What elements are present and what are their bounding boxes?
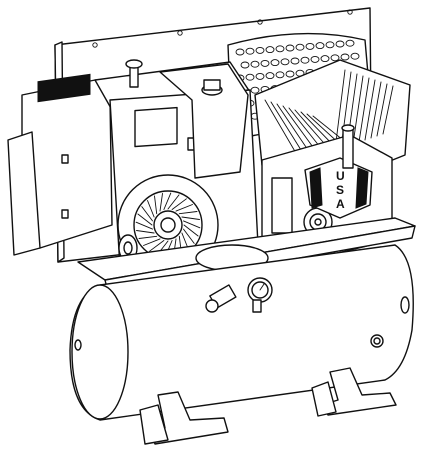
grille-hole — [255, 46, 265, 54]
badge-letter-u: U — [336, 169, 345, 183]
tank-drain — [74, 339, 82, 351]
fan-blade — [167, 194, 180, 210]
fan-blade — [135, 221, 153, 230]
tank-foot-right — [311, 367, 397, 417]
fan-blade — [181, 216, 200, 220]
grille-hole — [340, 53, 350, 61]
grille-hole — [300, 56, 310, 64]
grille-hole — [240, 61, 250, 69]
air-receiver-tank — [69, 244, 414, 421]
grille-hole — [310, 55, 320, 63]
engine-bolt — [61, 154, 69, 164]
safety-valve — [205, 284, 237, 313]
fan-blade — [175, 204, 193, 212]
grille-hole — [245, 73, 255, 81]
grille-hole — [330, 54, 340, 62]
badge-stripe-right — [355, 167, 369, 209]
grille-hole — [295, 43, 305, 51]
engine-vent — [37, 73, 91, 103]
intake-filter — [341, 124, 355, 169]
grille-hole — [260, 59, 270, 67]
cylinder-fin — [376, 83, 388, 137]
cylinder-fin — [382, 85, 394, 135]
fan-blade — [178, 211, 198, 215]
fan-blade — [183, 220, 201, 229]
grille-hole — [270, 59, 280, 67]
badge-stripe-left — [309, 167, 323, 209]
grille-hole — [325, 41, 335, 49]
fuel-tank — [159, 63, 249, 179]
fan-blade — [143, 238, 161, 246]
fan-blade — [171, 198, 187, 210]
cylinder-fin — [334, 69, 346, 151]
cylinder-fin — [370, 81, 382, 139]
cylinder-fin — [264, 99, 301, 161]
grille-hole — [290, 57, 300, 65]
badge-letter-s: S — [336, 183, 344, 197]
grille-hole — [265, 72, 275, 80]
fan-blade — [183, 228, 195, 244]
fan-blade — [141, 206, 153, 222]
fan-blade — [138, 235, 158, 239]
grille-hole — [305, 42, 315, 50]
fan-blade — [147, 200, 155, 218]
fan-blade — [136, 230, 155, 234]
fan-blade — [163, 192, 172, 210]
grille-hole — [250, 60, 260, 68]
grille-hole — [345, 39, 355, 47]
badge-letter-a: A — [336, 197, 345, 211]
grille-hole — [275, 45, 285, 53]
pressure-gauge — [247, 277, 273, 313]
grille-hole — [250, 86, 260, 94]
tank-foot-left — [139, 391, 229, 445]
grille-hole — [320, 55, 330, 63]
cylinder-fin — [358, 77, 370, 143]
cylinder-fin — [352, 75, 364, 145]
engine-bolt — [61, 209, 69, 219]
grille-hole — [285, 44, 295, 52]
grille-hole — [255, 72, 265, 80]
grille-hole — [280, 58, 290, 66]
grille-hole — [285, 70, 295, 78]
grille-hole — [275, 71, 285, 79]
fan-blade — [149, 240, 165, 252]
grille-hole — [335, 40, 345, 48]
grille-hole — [245, 47, 255, 55]
grille-hole — [350, 52, 360, 60]
fan-blade — [159, 193, 163, 212]
fan-blade — [137, 213, 153, 226]
cylinder-fin — [364, 79, 376, 141]
grille-hole — [315, 42, 325, 50]
fan-blade — [154, 195, 158, 215]
fan-blade — [183, 224, 199, 237]
grille-hole — [235, 48, 245, 56]
grille-hole — [265, 46, 275, 54]
usa-badge: U S A — [304, 157, 373, 219]
tank-end-port — [400, 296, 410, 314]
